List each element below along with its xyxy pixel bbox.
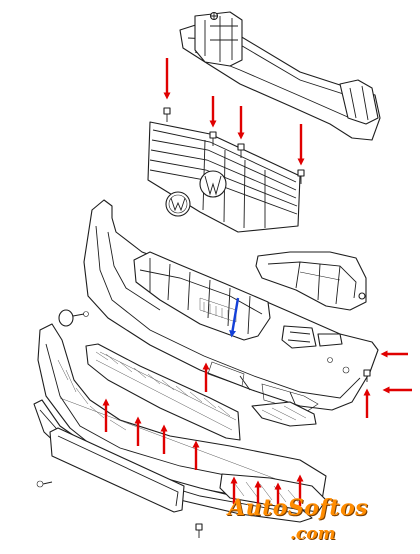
screw-set: [163, 107, 371, 538]
impact-absorber: [133, 251, 271, 341]
fastener-arrows: [102, 58, 412, 508]
lower-grille: [85, 343, 241, 441]
right-mounting-bracket: [255, 251, 367, 311]
watermark-text: AutoSoftos: [228, 495, 369, 521]
vw-emblem: [165, 191, 191, 217]
license-plate-holder: [36, 427, 185, 513]
left-mounting-bracket: [281, 325, 343, 349]
tow-eye-cap: [58, 309, 89, 327]
bumper-reinforcement-bar: [179, 11, 381, 141]
watermark-domain: .com: [290, 524, 336, 544]
radiator-grille: [147, 121, 301, 233]
highlight-arrow: [229, 297, 240, 338]
blue-arrow: [229, 297, 240, 338]
